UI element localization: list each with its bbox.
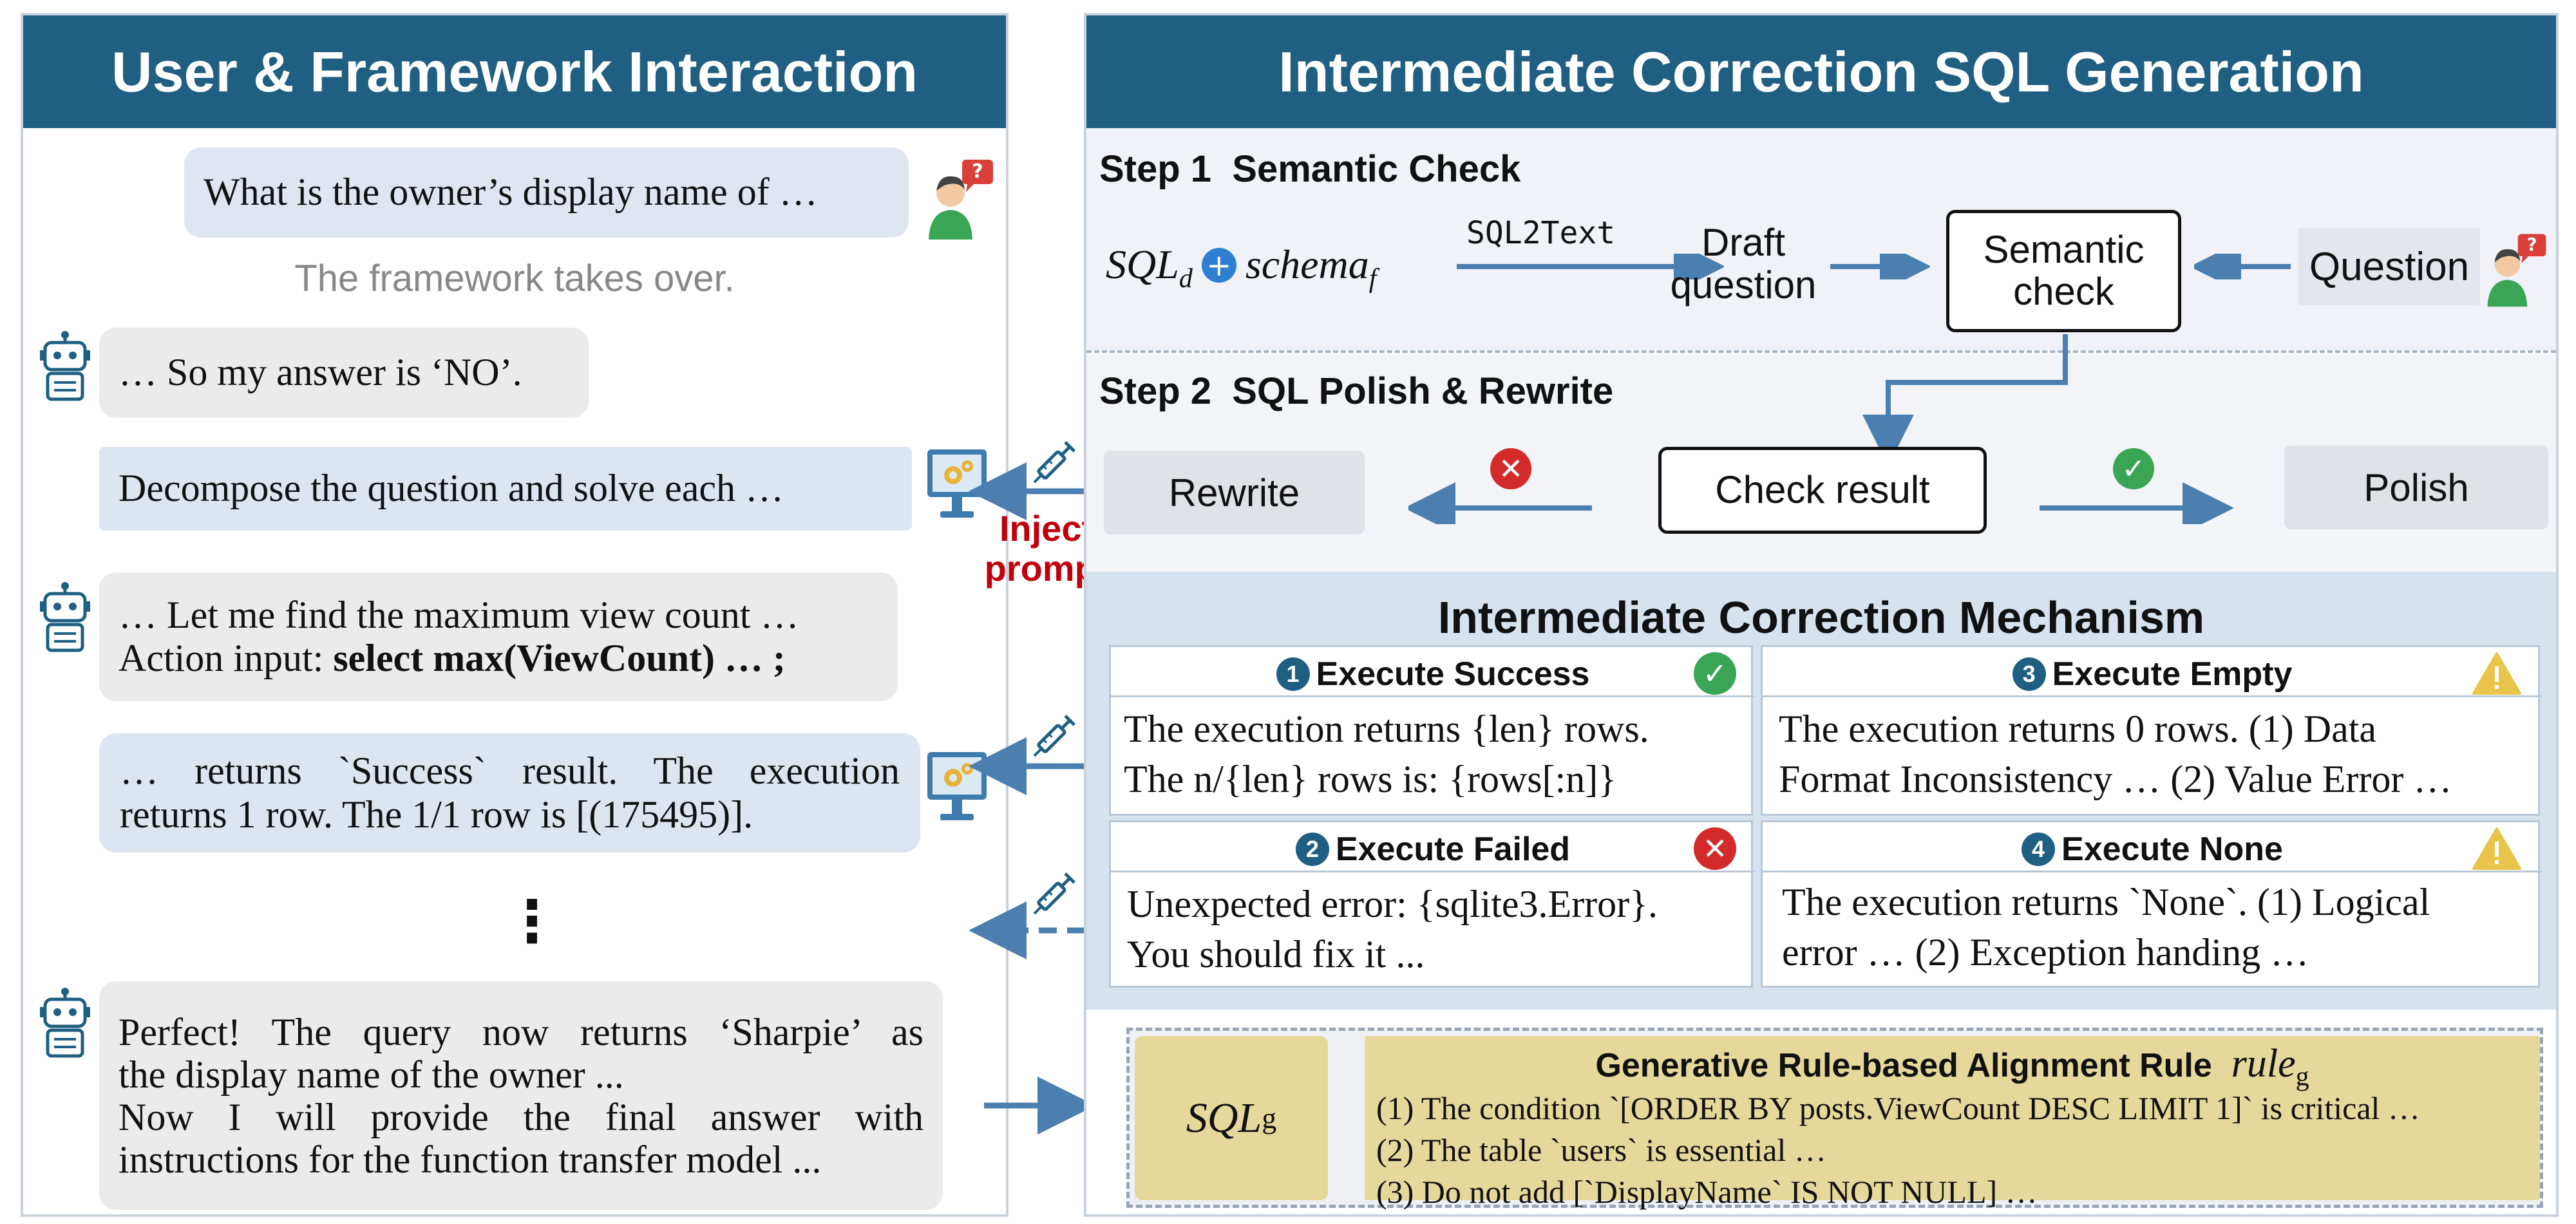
card-title: 4 Execute None (1763, 827, 2542, 872)
check-icon: ✓ (2113, 448, 2154, 489)
user-question-bubble: What is the owner’s display name of … (184, 147, 909, 238)
svg-text:?: ? (972, 160, 983, 183)
card-execute-none: 4 Execute None The execution returns `No… (1761, 820, 2542, 988)
final-line1: Perfect! The query now returns ‘Sharpie’… (118, 1010, 923, 1053)
question-node: Question (2298, 228, 2480, 305)
sql2text-arrow (1457, 254, 1724, 279)
card-execute-empty: 3 Execute Empty The execution returns 0 … (1761, 645, 2542, 816)
bot-action-bubble: … Let me find the maximum view count … A… (99, 572, 898, 701)
vertical-ellipsis: ⋮ (503, 890, 561, 954)
sql2text-label: SQL2Text (1466, 215, 1616, 251)
cross-icon: ✕ (1694, 827, 1736, 870)
robot-icon (36, 988, 94, 1065)
card-body: Unexpected error: {sqlite3.Error}. You s… (1127, 883, 1658, 975)
rewrite-node: Rewrite (1104, 451, 1365, 534)
bot-action-line1: … Let me find the maximum view count … (118, 593, 799, 636)
final-line4: instructions for the function transfer m… (118, 1138, 822, 1181)
step1-inputs: SQLd + schemaf (1106, 241, 1376, 294)
card-title: 2 Execute Failed (1111, 827, 1755, 872)
success-line1: … returns `Success` result. The executio… (120, 749, 900, 793)
card-number: 4 (2022, 832, 2056, 866)
card-body: The execution returns `None`. (1) Logica… (1782, 881, 2430, 974)
step2-title: Step 2 SQL Polish & Rewrite (1099, 370, 1614, 412)
card-title: 1 Execute Success (1111, 652, 1755, 697)
rule-title: Generative Rule-based Alignment Rule rul… (1595, 1042, 2309, 1092)
draft-question-node: Draft question (1670, 221, 1817, 306)
mechanism-title: Intermediate Correction Mechanism (1437, 592, 2205, 643)
final-line3: Now I will provide the final answer with (118, 1095, 923, 1138)
step-divider (1086, 350, 2556, 353)
card-body: The execution returns {len} rows. The n/… (1124, 708, 1649, 800)
check-to-polish-arrow (2040, 482, 2234, 524)
card-number: 3 (2012, 657, 2046, 691)
right-panel: Intermediate Correction SQL Generation S… (1084, 13, 2559, 1217)
bot-answer-bubble: … So my answer is ‘NO’. (99, 328, 589, 418)
bot-action-line2: Action input: select max(ViewCount) … ; (118, 637, 786, 679)
card-number: 1 (1276, 657, 1310, 691)
check-to-rewrite-arrow (1408, 482, 1592, 524)
left-panel: User & Framework Interaction What is the… (21, 13, 1009, 1217)
question-to-semantic-arrow (2194, 254, 2291, 279)
success-bubble: … returns `Success` result. The executio… (99, 733, 920, 852)
right-panel-title: Intermediate Correction SQL Generation (1086, 15, 2556, 128)
check-icon: ✓ (1694, 652, 1736, 695)
card-execute-success: 1 Execute Success ✓ The execution return… (1109, 645, 1755, 816)
svg-text:?: ? (2527, 235, 2537, 255)
semantic-check-node: Semantic check (1946, 210, 2181, 332)
semantic-to-check-connector (1862, 334, 2068, 466)
cross-icon: ✕ (1490, 448, 1531, 489)
check-result-node: Check result (1658, 447, 1987, 534)
left-panel-title: User & Framework Interaction (23, 15, 1006, 128)
schema-f-term: schemaf (1245, 241, 1377, 294)
user-question-icon: ? (925, 157, 996, 241)
decompose-bubble: Decompose the question and solve each … (99, 447, 912, 531)
warning-icon (2471, 651, 2523, 696)
rule-g-term: ruleg (2231, 1042, 2309, 1092)
rule-box: Generative Rule-based Alignment Rule rul… (1365, 1036, 2540, 1210)
syringe-icon (1024, 435, 1082, 493)
syringe-icon (1024, 866, 1082, 924)
warning-icon (2471, 826, 2523, 871)
polish-node: Polish (2284, 446, 2548, 529)
draft-to-semantic-arrow (1830, 254, 1930, 279)
user-question-icon: ? (2484, 231, 2548, 308)
card-execute-failed: 2 Execute Failed ✕ Unexpected error: {sq… (1109, 820, 1755, 988)
card-title: 3 Execute Empty (1763, 652, 2542, 697)
success-line2: returns 1 row. The 1/1 row is [(175495)]… (120, 793, 753, 836)
card-body: The execution returns 0 rows. (1) Data F… (1779, 708, 2452, 800)
sql-d-term: SQLd (1106, 241, 1193, 294)
final-answer-bubble: Perfect! The query now returns ‘Sharpie’… (99, 981, 943, 1210)
robot-icon (36, 331, 94, 408)
syringe-icon (1024, 708, 1082, 766)
connector-arrows (969, 462, 1095, 1135)
final-line2: the display name of the owner ... (118, 1053, 624, 1096)
takeover-text: The framework takes over. (294, 258, 735, 299)
rule-lines: (1) The condition `[ORDER BY posts.ViewC… (1376, 1090, 2420, 1210)
card-number: 2 (1295, 832, 1329, 866)
step1-title: Step 1 Semantic Check (1099, 148, 1521, 190)
plus-icon: + (1201, 248, 1236, 283)
robot-icon (36, 582, 94, 659)
